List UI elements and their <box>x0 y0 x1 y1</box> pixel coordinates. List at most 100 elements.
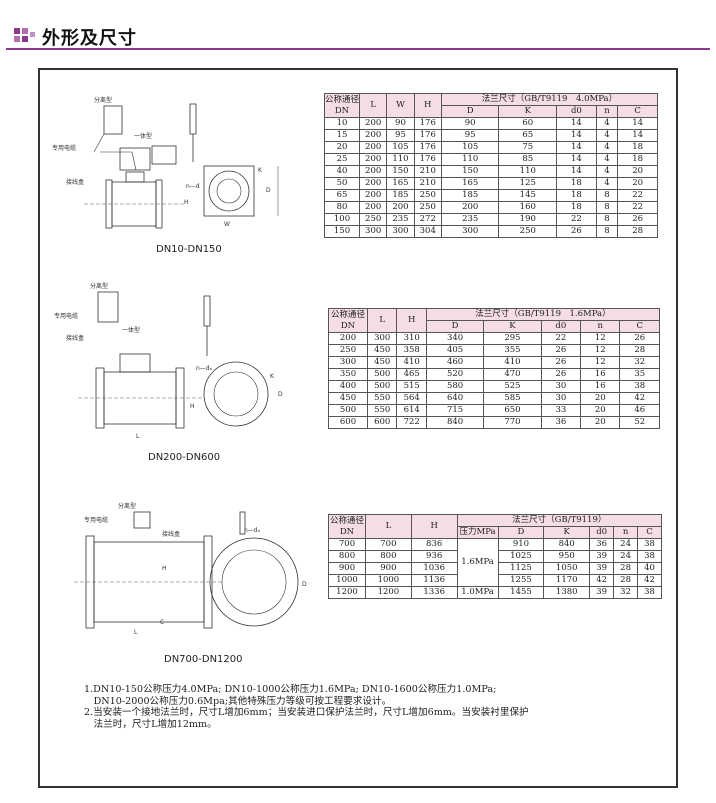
table-cell: 110 <box>498 165 558 178</box>
table-cell: 200 <box>358 165 388 178</box>
table-cell: 1455 <box>497 586 545 599</box>
table-cell: 39 <box>589 586 615 599</box>
table-cell: 200 <box>358 201 388 214</box>
table-cell: 85 <box>498 153 558 166</box>
table-cell: 30 <box>540 380 582 393</box>
page-title: 外形及尺寸 <box>42 28 137 49</box>
table-cell: 95 <box>440 129 500 142</box>
drawing-shape <box>208 170 250 212</box>
table-cell: 16 <box>580 368 621 381</box>
table-cell: 950 <box>543 550 591 563</box>
table-cell: 250 <box>413 189 442 202</box>
table-cell: 14 <box>556 165 597 178</box>
table-cell: 300 <box>358 225 388 238</box>
table-cell: 100 <box>324 213 360 226</box>
table-cell: 235 <box>386 213 415 226</box>
col-header: n <box>595 105 619 118</box>
table-cell: 105 <box>440 141 500 154</box>
table-cell: 1025 <box>497 550 545 563</box>
spec-table-dn200-600: 公称通径DN L H 法兰尺寸（GB/T9119 1.6MPa） D K d0 … <box>328 308 661 429</box>
table-cell: 22 <box>617 201 658 214</box>
table-cell: 12 <box>580 356 621 369</box>
table-cell: 60 <box>498 117 558 130</box>
drawing-dn200-dn600: 分离型 专用电缆 接线盒 一体型 L n—dₐ KDH <box>54 282 283 440</box>
drawing-label: DN200-DN600 <box>148 452 221 463</box>
table-cell: 10 <box>324 117 360 130</box>
table-cell: 18 <box>556 201 597 214</box>
table-cell: 8 <box>595 189 619 202</box>
table-cell: 38 <box>637 586 662 599</box>
table-cell: 14 <box>556 141 597 154</box>
drawing-text: W <box>224 221 230 228</box>
table-cell: 36 <box>589 538 615 551</box>
table-cell: 304 <box>413 225 442 238</box>
pressure-cell: 1.0MPa <box>456 586 499 599</box>
table-cell: 450 <box>366 356 398 369</box>
brand-logo-icon <box>14 28 35 42</box>
drawing-shape <box>119 147 151 171</box>
table-cell: 18 <box>556 189 597 202</box>
table-cell: 42 <box>589 574 615 587</box>
table-cell: 42 <box>619 392 660 405</box>
table-cell: 200 <box>358 141 388 154</box>
drawing-shape <box>119 353 151 373</box>
drawing-shape <box>203 165 255 217</box>
table-cell: 310 <box>396 332 427 345</box>
header-rule <box>6 48 710 50</box>
table-cell: 200 <box>358 129 388 142</box>
drawing-shape <box>103 105 123 135</box>
table-cell: 836 <box>410 538 458 551</box>
drawing-text: L <box>134 629 138 636</box>
table-cell: 50 <box>324 177 360 190</box>
table-cell: 185 <box>440 189 500 202</box>
col-header: d0 <box>540 320 582 333</box>
table-cell: 4 <box>595 165 619 178</box>
table-cell: 38 <box>619 380 660 393</box>
label-separate-type: 分离型 <box>118 502 136 510</box>
label-separate-type: 分离型 <box>94 96 112 104</box>
table-cell: 295 <box>483 332 542 345</box>
table-cell: 20 <box>617 165 658 178</box>
table-cell: 450 <box>328 392 368 405</box>
table-cell: 125 <box>498 177 558 190</box>
table-cell: 1050 <box>543 562 591 575</box>
table-cell: 25 <box>324 153 360 166</box>
col-header: D <box>425 320 485 333</box>
drawing-text: K <box>258 167 263 174</box>
table-cell: 210 <box>413 177 442 190</box>
table-cell: 1000 <box>365 574 412 587</box>
table-cell: 1036 <box>410 562 458 575</box>
table-cell: 4 <box>595 141 619 154</box>
table-cell: 250 <box>498 225 558 238</box>
label-n-d: n—d <box>186 183 200 190</box>
table-cell: 4 <box>595 177 619 190</box>
notes: 1.DN10-150公称压力4.0MPa; DN10-1000公称压力1.6MP… <box>84 684 664 730</box>
drawing-shape <box>239 511 246 535</box>
col-header-l: L <box>365 514 412 539</box>
table-cell: 200 <box>440 201 500 214</box>
drawing-text: D <box>266 187 271 194</box>
table-cell: 564 <box>396 392 427 405</box>
table-cell: 150 <box>386 165 415 178</box>
col-header: d0 <box>589 526 615 539</box>
table-cell: 39 <box>589 562 615 575</box>
drawing-shape <box>213 371 259 417</box>
table-cell: 200 <box>358 177 388 190</box>
table-cell: 515 <box>396 380 427 393</box>
drawing-text: L <box>136 433 140 440</box>
col-header: n <box>580 320 621 333</box>
table-cell: 358 <box>396 344 427 357</box>
table-cell: 250 <box>358 213 388 226</box>
table-cell: 24 <box>613 550 639 563</box>
table-cell: 614 <box>396 404 427 417</box>
table-cell: 80 <box>324 201 360 214</box>
table-cell: 1336 <box>410 586 458 599</box>
